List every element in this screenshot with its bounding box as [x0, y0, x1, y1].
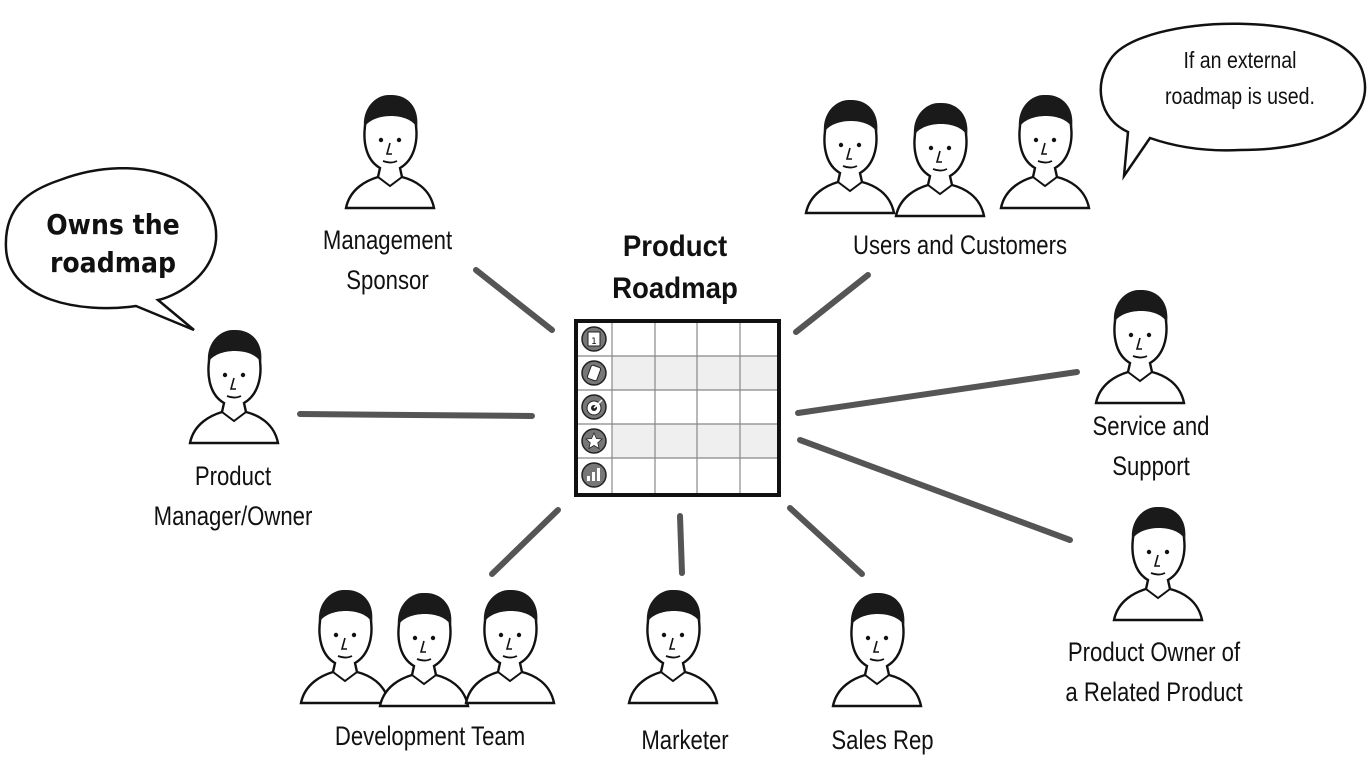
developer-portrait-1: [299, 588, 391, 705]
svg-text:1: 1: [591, 337, 597, 347]
service-support-portrait: [1094, 288, 1186, 405]
line-product-manager: [297, 411, 535, 419]
external-roadmap-text: If an external roadmap is used.: [1165, 47, 1315, 109]
developer-portrait-3: [464, 588, 556, 705]
developer-portrait-2: [378, 591, 470, 708]
marketer-portrait: [627, 588, 719, 705]
marketer-label: Marketer: [641, 725, 729, 755]
related-product-owner-portrait: [1112, 505, 1204, 622]
user-portrait-1: [804, 98, 896, 215]
line-management: [473, 267, 555, 333]
owns-roadmap-text: Owns the roadmap: [46, 208, 180, 279]
product-manager-portrait: [188, 328, 280, 445]
management-sponsor-label: Management Sponsor: [322, 225, 453, 295]
service-support-label: Service and Support: [1092, 411, 1210, 481]
star-icon: [581, 428, 607, 454]
sales-rep-portrait: [831, 591, 923, 708]
user-portrait-2: [894, 101, 986, 218]
line-related: [797, 437, 1073, 543]
external-bubble: [1099, 22, 1367, 181]
related-product-owner-label: Product Owner of a Related Product: [1065, 637, 1243, 707]
line-dev: [489, 507, 561, 577]
tag-icon: [581, 360, 607, 386]
bar-chart-icon: [581, 462, 607, 488]
line-service: [795, 369, 1080, 416]
roadmap-title: Product Roadmap: [612, 230, 738, 305]
line-sales: [787, 505, 865, 577]
line-users: [793, 272, 871, 335]
management-sponsor-portrait: [344, 93, 436, 210]
user-portrait-3: [999, 93, 1091, 210]
line-marketer: [677, 513, 685, 576]
users-customers-label: Users and Customers: [852, 230, 1068, 260]
owns-bubble: [4, 167, 218, 332]
calendar-icon: 1: [581, 326, 607, 352]
product-manager-label: Product Manager/Owner: [153, 461, 313, 531]
target-icon: [581, 394, 607, 420]
development-team-label: Development Team: [334, 721, 526, 751]
sales-rep-label: Sales Rep: [831, 725, 934, 755]
